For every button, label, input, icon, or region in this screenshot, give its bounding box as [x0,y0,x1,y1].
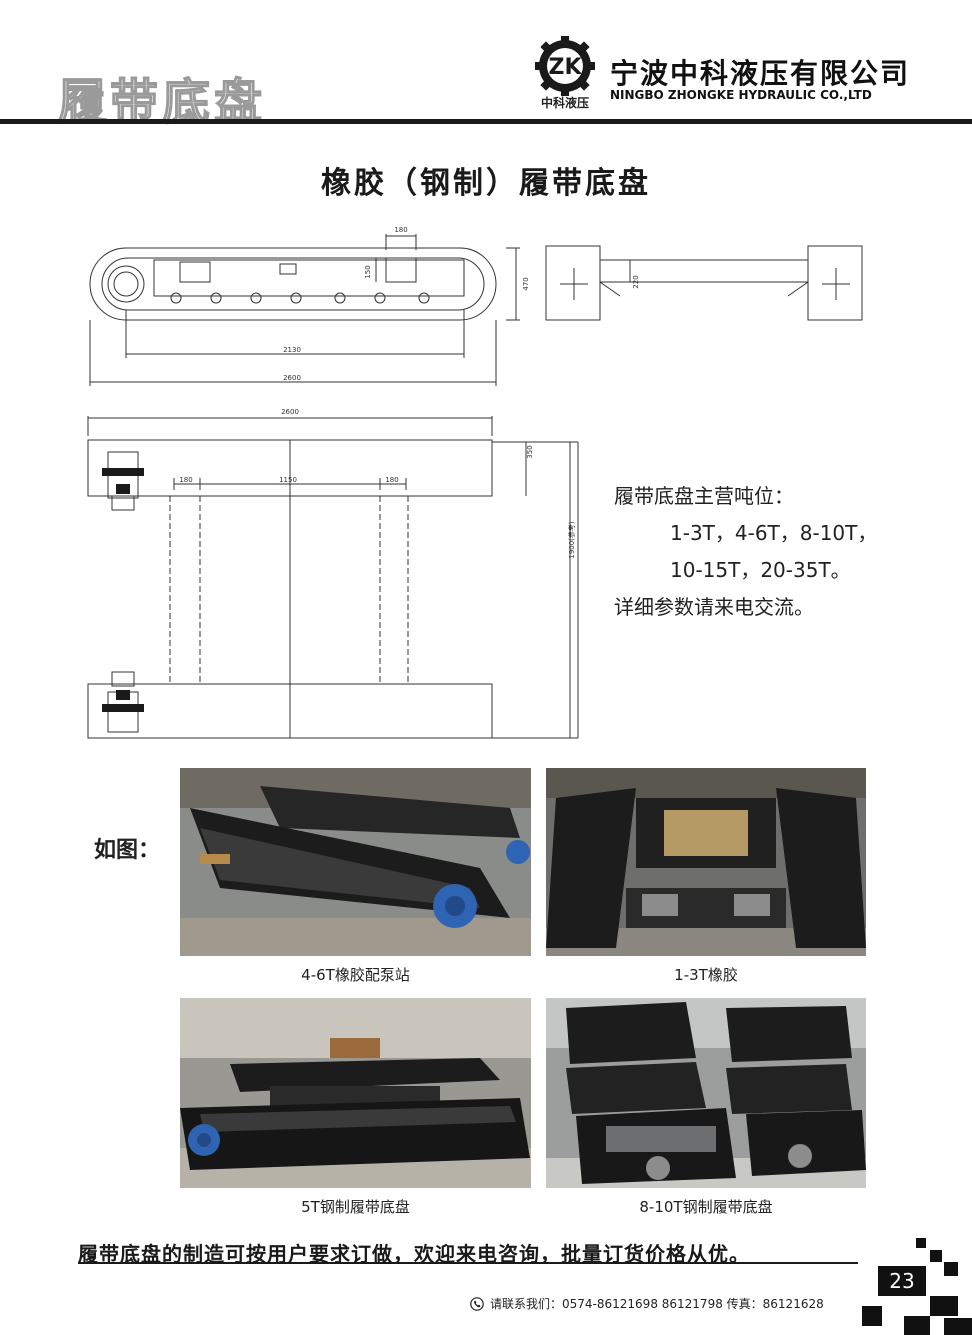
photo-caption-4: 8-10T钢制履带底盘 [639,1198,773,1216]
decor-square [916,1238,926,1248]
photos-label: 如图： [94,838,161,863]
page-title: 橡胶（钢制）履带底盘 [321,166,651,201]
dim-top-width: 180 [394,226,407,234]
dim-side-height: 150 [364,265,372,278]
photo-1-3t-rubber [546,768,866,956]
decor-square [930,1250,942,1262]
photo-caption-2: 1-3T橡胶 [674,966,738,984]
page-number: 23 [878,1266,926,1296]
svg-text:ZK: ZK [549,55,583,80]
spec-line-2: 10-15T，20-35T。 [670,558,851,582]
phone-icon [470,1296,484,1311]
decor-square [944,1262,958,1276]
decor-square [862,1306,882,1326]
dim-beam-left: 180 [179,476,192,484]
dim-end-height: 220 [632,275,640,288]
gear-logo-icon: ZK [535,36,595,96]
dim-overall-length: 2600 [283,374,301,382]
decor-square [944,1318,972,1335]
spec-heading: 履带底盘主营吨位： [614,484,794,508]
photo-caption-1: 4-6T橡胶配泵站 [301,966,410,984]
decor-square [930,1296,958,1316]
dim-plan-track-height: 350 [526,445,534,458]
company-name-en: NINGBO ZHONGKE HYDRAULIC CO.,LTD [610,88,872,102]
decor-square [904,1316,930,1335]
photo-5t-steel [180,998,531,1188]
dim-overall-height: 470 [522,277,530,290]
dim-plan-length: 2600 [281,408,299,416]
logo-caption: 中科液压 [540,96,589,110]
header-rule [0,119,972,124]
dim-beam-gap: 1150 [279,476,297,484]
technical-drawing: 180 150 470 2130 2600 220 2600 350 180 1… [87,226,863,739]
spec-line-3: 详细参数请来电交流。 [614,595,814,619]
dim-inner-length: 2130 [283,346,301,354]
slogan-underline [78,1262,858,1264]
dim-plan-width: 1900(参考) [567,521,576,559]
contact-text: 请联系我们：0574-86121698 86121798 传真：86121628 [490,1297,824,1311]
photo-caption-3: 5T钢制履带底盘 [301,1198,410,1216]
spec-line-1: 1-3T，4-6T，8-10T， [670,521,878,545]
track-side-outline [89,247,497,321]
company-name-cn: 宁波中科液压有限公司 [610,57,911,90]
photo-8-10t-steel [546,998,866,1188]
dim-beam-right: 180 [385,476,398,484]
spec-block: 履带底盘主营吨位： 1-3T，4-6T，8-10T， 10-15T，20-35T… [614,478,877,626]
contact-line: 请联系我们：0574-86121698 86121798 传真：86121628 [470,1295,824,1312]
photo-4-6t-rubber [180,768,531,956]
